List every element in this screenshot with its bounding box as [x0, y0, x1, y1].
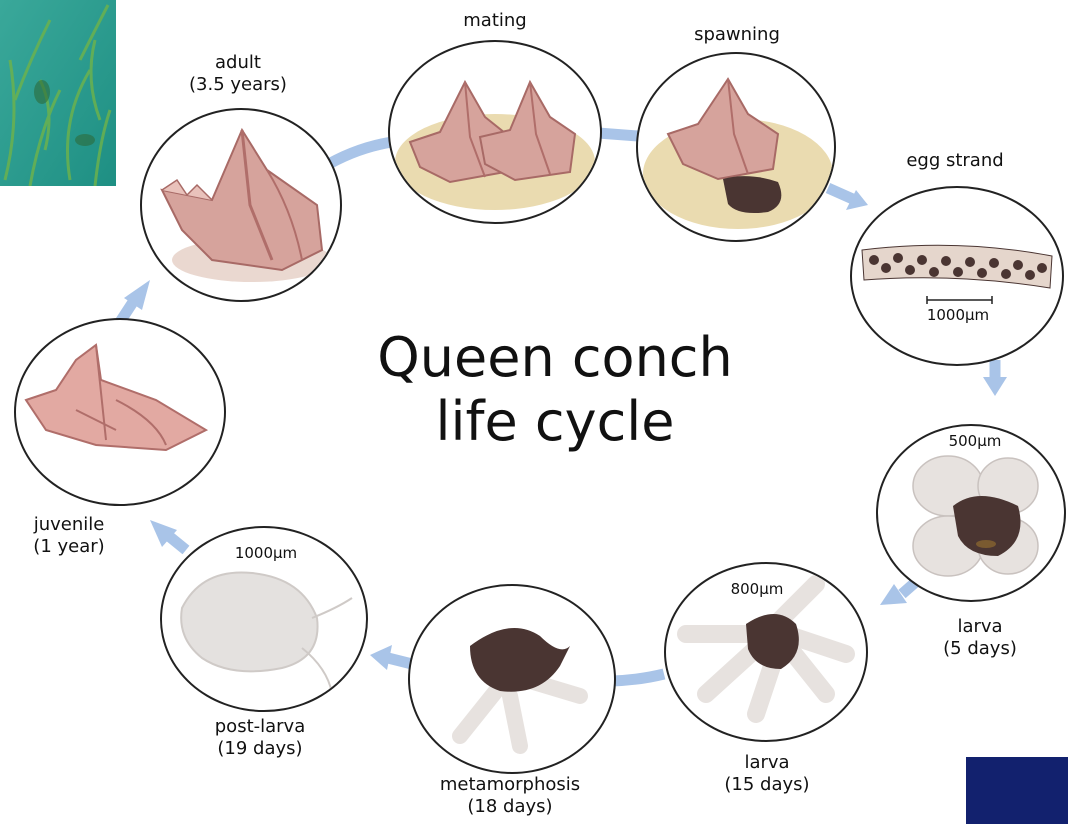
arrowhead-postlarva	[370, 645, 392, 670]
larva-15-days-name: larva	[702, 752, 832, 774]
juvenile-conch-icon	[16, 320, 224, 504]
larva-5-days-icon	[878, 426, 1064, 600]
adult-name: adult	[168, 52, 308, 74]
arrow-spawning-to-egg	[828, 188, 855, 200]
post-larva-name: post-larva	[190, 716, 330, 738]
adult-conch-icon	[142, 110, 340, 300]
larva-15-days-scale: 800µm	[712, 580, 802, 598]
metamorphosis-circle	[408, 584, 616, 774]
egg-strand-scale: 1000µm	[898, 306, 1018, 324]
arrow-mating-to-spawning	[598, 133, 638, 136]
larva-5-days-circle	[876, 424, 1066, 602]
metamorphosis-name: metamorphosis	[420, 774, 600, 796]
larva-5-days-age: (5 days)	[920, 638, 1040, 660]
adult-label: adult (3.5 years)	[168, 52, 308, 96]
larva-5-days-label: larva (5 days)	[920, 616, 1040, 660]
egg-strand-icon	[852, 188, 1062, 364]
post-larva-label: post-larva (19 days)	[190, 716, 330, 760]
spawning-name: spawning	[672, 24, 802, 46]
juvenile-age: (1 year)	[14, 536, 124, 558]
post-larva-scale: 1000µm	[216, 544, 316, 562]
larva-5-days-scale: 500µm	[930, 432, 1020, 450]
egg-strand-name: egg strand	[880, 150, 1030, 172]
larva-5-days-name: larva	[920, 616, 1040, 638]
larva-15-days-age: (15 days)	[702, 774, 832, 796]
adult-circle	[140, 108, 342, 302]
juvenile-label: juvenile (1 year)	[14, 514, 124, 558]
spawning-label: spawning	[672, 24, 802, 46]
mating-name: mating	[430, 10, 560, 32]
arrow-larva15-to-meta	[612, 674, 664, 681]
metamorphosis-icon	[410, 586, 614, 772]
metamorphosis-age: (18 days)	[420, 796, 600, 818]
arrow-postlarva-to-juvenile	[170, 537, 186, 550]
mating-circle	[388, 40, 602, 224]
larva-15-days-label: larva (15 days)	[702, 752, 832, 796]
egg-strand-label: egg strand	[880, 150, 1030, 172]
egg-strand-circle	[850, 186, 1064, 366]
adult-age: (3.5 years)	[168, 74, 308, 96]
arrowhead-larva5	[983, 377, 1007, 396]
spawning-circle	[636, 52, 836, 242]
juvenile-circle	[14, 318, 226, 506]
metamorphosis-label: metamorphosis (18 days)	[420, 774, 600, 818]
mating-conchs-icon	[390, 42, 600, 222]
post-larva-age: (19 days)	[190, 738, 330, 760]
spawning-conch-icon	[638, 54, 834, 240]
mating-label: mating	[430, 10, 560, 32]
juvenile-name: juvenile	[14, 514, 124, 536]
